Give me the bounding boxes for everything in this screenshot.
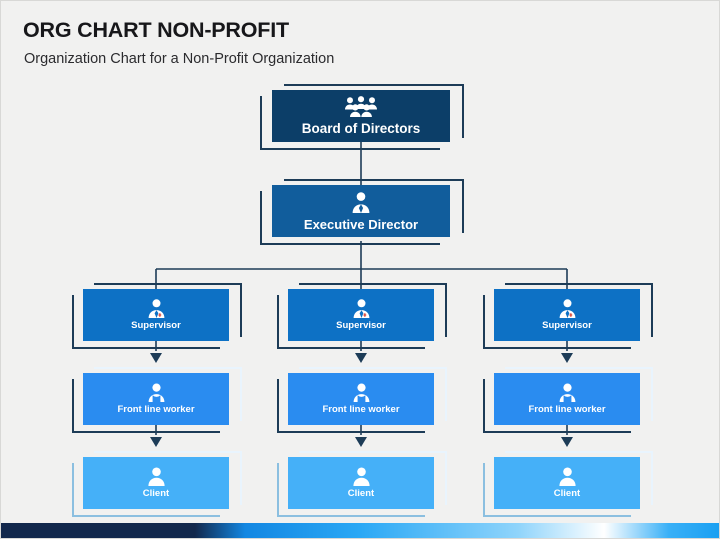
footer-gradient-band [1,523,719,538]
node-label: Client [347,488,375,500]
node-supervisor-3[interactable]: Supervisor [483,283,653,349]
person-icon [147,467,166,487]
node-label: Board of Directors [301,121,421,137]
node-executive-director[interactable]: Executive Director [260,179,464,245]
worker-person-icon [147,383,166,403]
page-subtitle: Organization Chart for a Non-Profit Orga… [24,51,335,67]
worker-person-icon [352,383,371,403]
node-box[interactable]: Executive Director [272,185,450,237]
node-supervisor-1[interactable]: Supervisor [72,283,242,349]
node-label: Front line worker [528,404,606,416]
supervisor-person-icon [558,299,577,319]
node-frontline-worker-3[interactable]: Front line worker [483,367,653,433]
node-supervisor-2[interactable]: Supervisor [277,283,447,349]
node-box[interactable]: Front line worker [288,373,434,425]
person-icon [558,467,577,487]
node-frontline-worker-1[interactable]: Front line worker [72,367,242,433]
person-in-suit-icon [350,191,372,213]
node-client-1[interactable]: Client [72,451,242,517]
node-box[interactable]: Client [288,457,434,509]
node-box[interactable]: Front line worker [83,373,229,425]
node-client-2[interactable]: Client [277,451,447,517]
node-box[interactable]: Client [83,457,229,509]
supervisor-person-icon [147,299,166,319]
node-label: Supervisor [542,320,592,332]
footer-spacer [1,517,719,523]
page-title: ORG CHART NON-PROFIT [23,18,289,42]
node-label: Client [142,488,170,500]
supervisor-person-icon [352,299,371,319]
node-frontline-worker-2[interactable]: Front line worker [277,367,447,433]
person-icon [352,467,371,487]
node-box[interactable]: Client [494,457,640,509]
node-box[interactable]: Front line worker [494,373,640,425]
group-of-people-icon [344,96,378,118]
node-label: Supervisor [131,320,181,332]
node-label: Supervisor [336,320,386,332]
node-label: Executive Director [303,216,419,232]
worker-person-icon [558,383,577,403]
node-board-of-directors[interactable]: Board of Directors [260,84,464,150]
node-label: Client [553,488,581,500]
node-box[interactable]: Supervisor [83,289,229,341]
node-box[interactable]: Board of Directors [272,90,450,142]
node-label: Front line worker [117,404,195,416]
node-label: Front line worker [322,404,400,416]
node-client-3[interactable]: Client [483,451,653,517]
node-box[interactable]: Supervisor [494,289,640,341]
node-box[interactable]: Supervisor [288,289,434,341]
